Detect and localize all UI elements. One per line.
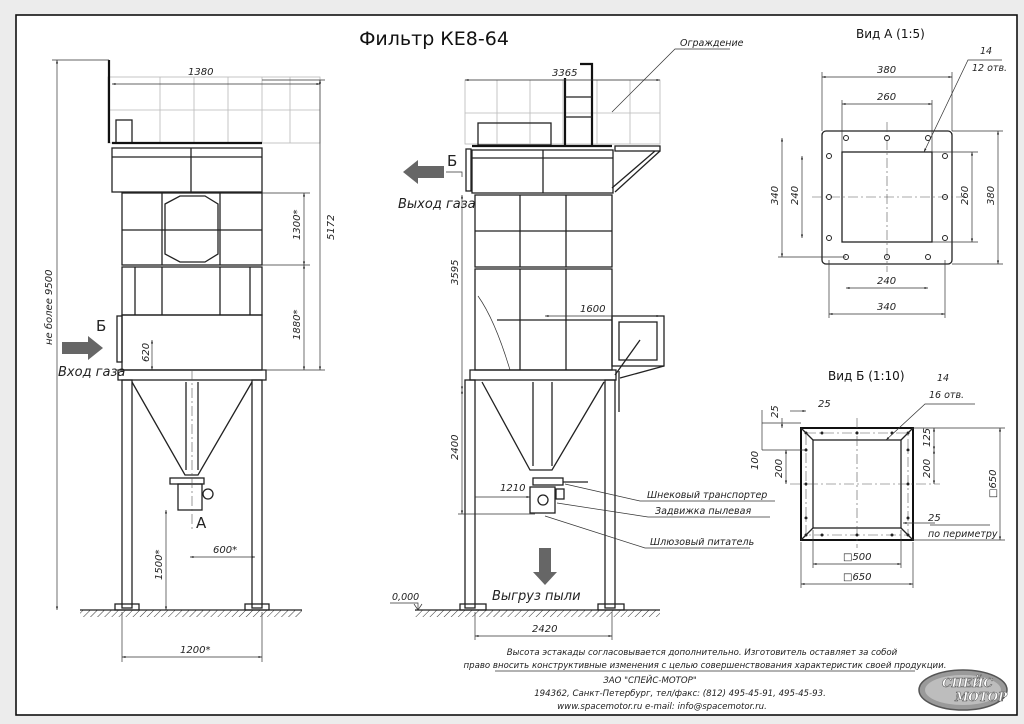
svg-text:100: 100: [750, 451, 761, 470]
svg-text:194362, Санкт-Петербург, тел/ф: 194362, Санкт-Петербург, тел/факс: (812)…: [534, 689, 826, 699]
svg-text:14: 14: [980, 46, 992, 57]
svg-text:ЗАО "СПЕЙС-МОТОР": ЗАО "СПЕЙС-МОТОР": [603, 674, 697, 686]
svg-text:380: 380: [986, 186, 997, 205]
notes-block: Высота эстакады согласовывается дополнит…: [464, 648, 947, 712]
svg-text:право вносить конструктивные и: право вносить конструктивные изменения с…: [464, 661, 947, 671]
svg-text:380: 380: [877, 65, 896, 76]
svg-text:14: 14: [937, 373, 949, 384]
svg-text:260: 260: [877, 92, 896, 103]
svg-text:1880*: 1880*: [292, 310, 303, 340]
svg-text:1600: 1600: [580, 304, 605, 315]
svg-text:1210: 1210: [500, 483, 525, 494]
view-b: Вид Б (1:10) 14 16 отв. 25 25 100 200 12…: [750, 369, 1005, 588]
outlet-label: Выход газа: [398, 197, 476, 212]
callout-screw-conveyor: Шнековый транспортер: [647, 490, 767, 501]
svg-text:340: 340: [770, 186, 781, 205]
svg-text:www.spacemotor.ru e-mail: in: www.spacemotor.ru e-mail: info@spacemoto…: [557, 702, 767, 712]
callout-dust-gate: Задвижка пылевая: [655, 506, 751, 517]
dust-arrow-icon: [533, 548, 557, 585]
drawing-title: Фильтр КЕ8-64: [359, 28, 509, 50]
callout-guard: Ограждение: [680, 38, 744, 49]
inlet-label: Вход газа: [58, 365, 125, 380]
svg-text:25: 25: [770, 405, 781, 418]
svg-text:240: 240: [877, 276, 896, 287]
svg-text:Высота эстакады согласовываетс: Высота эстакады согласовывается дополнит…: [507, 648, 898, 658]
svg-text:2420: 2420: [532, 624, 557, 635]
level-mark: 0,000: [392, 592, 419, 603]
svg-text:по периметру: по периметру: [928, 529, 998, 540]
svg-text:12 отв.: 12 отв.: [972, 63, 1007, 74]
svg-text:МОТОР: МОТОР: [954, 690, 1008, 704]
svg-text:Вид Б (1:10): Вид Б (1:10): [828, 369, 905, 383]
svg-text:200: 200: [774, 459, 785, 478]
svg-text:1200*: 1200*: [180, 645, 210, 656]
svg-text:260: 260: [960, 186, 971, 205]
svg-text:3595: 3595: [450, 260, 461, 285]
svg-text:Вид А (1:5): Вид А (1:5): [856, 27, 925, 41]
svg-text:1300*: 1300*: [292, 210, 303, 240]
dust-label: Выгруз пыли: [492, 589, 581, 604]
inlet-arrow-icon: [62, 336, 103, 360]
svg-text:□650: □650: [843, 572, 872, 583]
svg-text:240: 240: [790, 186, 801, 205]
svg-text:□650: □650: [988, 469, 999, 498]
svg-text:16 отв.: 16 отв.: [929, 390, 964, 401]
svg-text:340: 340: [877, 302, 896, 313]
front-view: 3365 3595 1600 2400 1210 2420 Б Выход га…: [390, 38, 775, 640]
svg-text:200: 200: [922, 459, 933, 478]
svg-text:25: 25: [928, 513, 941, 524]
svg-text:□500: □500: [843, 552, 872, 563]
svg-text:600*: 600*: [213, 545, 237, 556]
section-mark-b: Б: [96, 317, 106, 335]
svg-text:СПЕЙС: СПЕЙС: [942, 674, 993, 690]
view-mark-a: А: [196, 514, 207, 532]
svg-text:620: 620: [141, 343, 152, 362]
view-a: Вид А (1:5) 380 260 240 340 340 240 260 …: [770, 27, 1007, 318]
svg-text:не более 9500: не более 9500: [43, 270, 55, 345]
callout-rotary-feeder: Шлюзовый питатель: [650, 537, 754, 548]
outlet-arrow-icon: [403, 160, 444, 184]
svg-text:3365: 3365: [552, 68, 577, 79]
company-logo: СПЕЙС МОТОР: [918, 669, 1008, 711]
svg-text:1380: 1380: [188, 67, 213, 78]
left-side-view: 1380 5172 1300* 1880* не более 9500 620 …: [43, 59, 337, 662]
sheet-frame: [15, 14, 1018, 716]
svg-text:125: 125: [922, 428, 933, 447]
section-mark-b-outlet: Б: [447, 152, 457, 170]
svg-text:2400: 2400: [450, 435, 461, 460]
svg-text:25: 25: [818, 399, 831, 410]
svg-text:5172: 5172: [326, 215, 337, 240]
svg-text:1500*: 1500*: [154, 550, 165, 580]
